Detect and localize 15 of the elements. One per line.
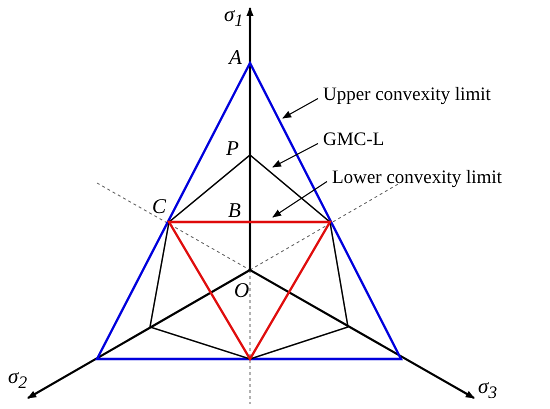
axis-label: σ$_{2}$ [8,366,28,392]
axis-label: σ$_{1}$ [224,4,244,30]
curve-label: GMC-L [323,130,384,149]
leader-arrow [272,181,328,218]
point-label: B [228,200,241,221]
point-label: C [152,196,166,217]
point-label: O [234,280,250,301]
curve-label: Lower convexity limit [332,168,502,187]
point-label: A [229,47,242,68]
curve-label: Upper convexity limit [323,85,491,104]
leader-arrow [282,98,318,119]
lower-limit-triangle [166,220,332,362]
point-label: P [226,138,239,159]
axis-label: σ$_{3}$ [478,376,498,402]
leader-arrow [272,142,318,168]
